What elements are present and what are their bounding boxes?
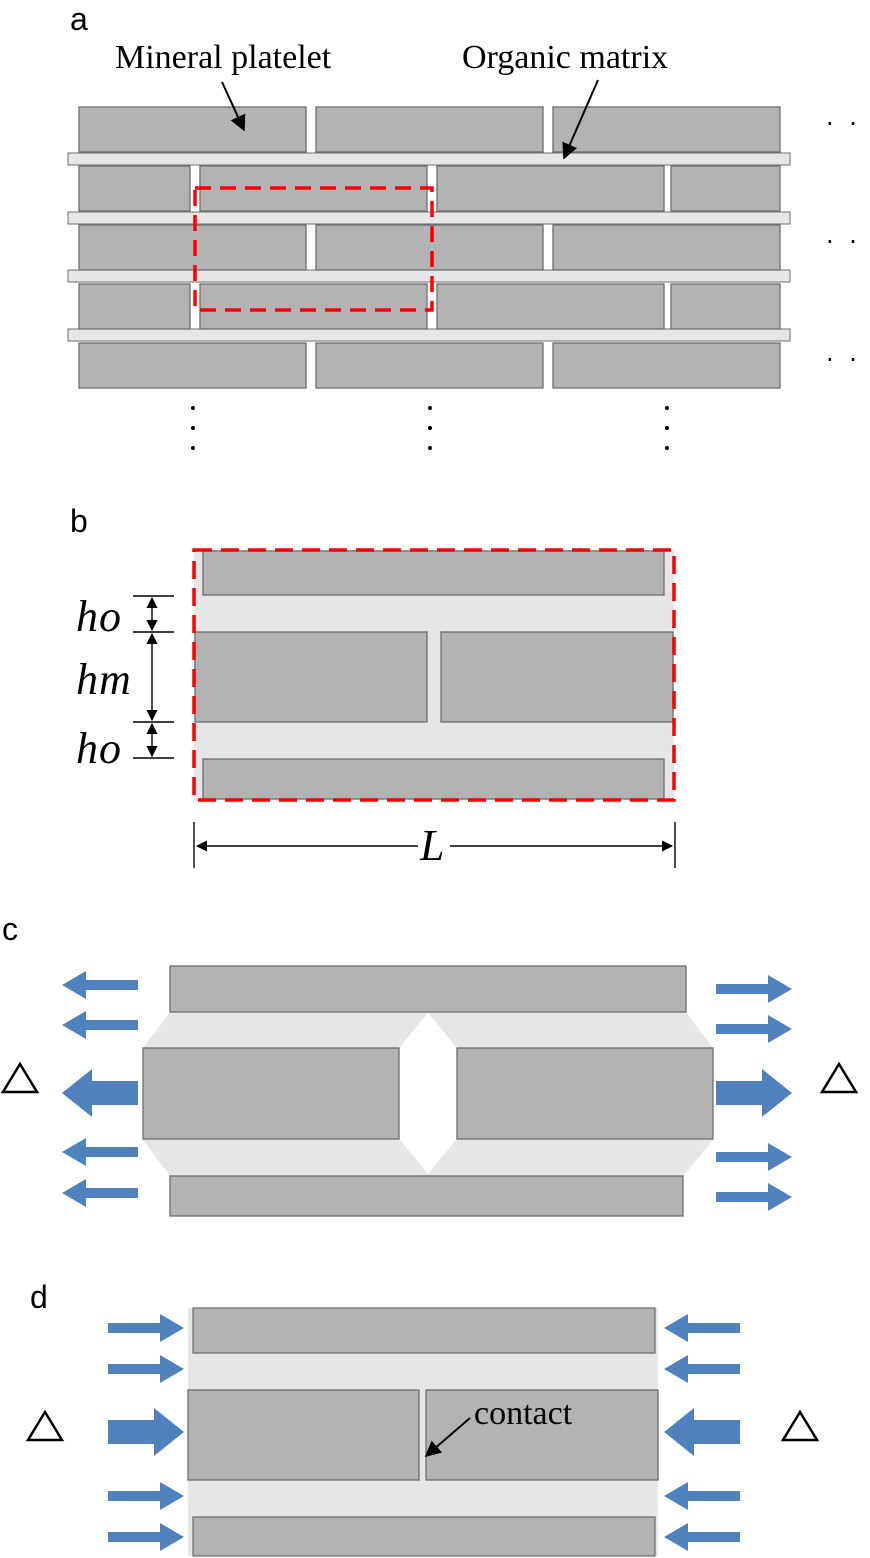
mineral-platelet	[199, 283, 428, 330]
arrow-icon	[664, 1314, 740, 1342]
panel-d-label: d	[30, 1279, 48, 1315]
panel-c-label: c	[2, 911, 18, 947]
arrow-icon	[62, 1179, 138, 1207]
mineral-platelet-middle-left	[142, 1047, 400, 1140]
mineral-platelet	[78, 283, 191, 330]
mineral-platelet-top	[192, 1307, 656, 1354]
mineral-platelet-middle-left	[194, 631, 428, 723]
unit-cell-dashed-box	[192, 548, 676, 802]
mineral-platelet	[436, 283, 665, 330]
organic-matrix-pointer	[562, 79, 599, 160]
mineral-platelet	[670, 283, 781, 330]
matrix-strip	[67, 211, 791, 225]
mineral-platelet-middle-right	[440, 631, 674, 723]
horizontal-ellipsis: · · ·	[826, 228, 870, 256]
thickness-dimensions	[133, 595, 174, 759]
arrow-icon	[108, 1408, 184, 1456]
mineral-platelet	[78, 342, 307, 389]
panel-a-label: a	[70, 1, 88, 37]
platelet-row-2	[78, 165, 781, 212]
arrow-icon	[716, 1015, 792, 1043]
mineral-platelet	[436, 165, 665, 212]
mineral-platelet	[78, 165, 191, 212]
h-o-label-top: ho	[76, 592, 121, 641]
arrow-icon	[62, 1069, 138, 1117]
organic-matrix-label: Organic matrix	[462, 39, 668, 76]
mineral-platelet	[552, 342, 781, 389]
platelet-row-5	[78, 342, 781, 389]
h-m-label: hm	[76, 655, 131, 704]
mineral-platelet-bottom	[192, 1516, 656, 1557]
mineral-platelet	[552, 224, 781, 271]
arrow-icon	[62, 1011, 138, 1039]
platelet-row-1	[78, 106, 781, 153]
arrow-icon	[664, 1355, 740, 1383]
unit-cell-dashed-box	[193, 186, 434, 312]
mineral-platelet-bottom	[169, 1175, 684, 1217]
triangle-icon	[25, 1409, 65, 1442]
mineral-platelet-top	[169, 965, 687, 1013]
mineral-platelet	[552, 106, 781, 153]
length-label: L	[419, 821, 444, 870]
triangle-icon	[819, 1061, 859, 1094]
platelet-row-3	[78, 224, 781, 271]
arrow-icon	[716, 1069, 792, 1117]
arrow-icon	[664, 1482, 740, 1510]
arrow-icon	[716, 1143, 792, 1171]
arrow-icon	[664, 1408, 740, 1456]
h-o-label-bottom: ho	[76, 724, 121, 773]
triangle-icon	[780, 1409, 820, 1442]
arrow-icon	[108, 1482, 184, 1510]
matrix-void	[399, 1013, 457, 1174]
mineral-platelet-middle-right	[425, 1389, 659, 1481]
vertical-ellipsis	[428, 406, 432, 450]
mineral-platelet-pointer	[221, 81, 246, 132]
panel-d: d contact	[25, 1279, 820, 1557]
panel-c: c	[0, 911, 859, 1217]
triangle-icon	[0, 1061, 40, 1094]
mineral-platelet	[78, 106, 307, 153]
arrow-icon	[716, 1183, 792, 1211]
arrow-icon	[62, 1138, 138, 1166]
arrow-icon	[108, 1355, 184, 1383]
length-dimension	[193, 822, 676, 868]
vertical-ellipsis	[665, 406, 669, 450]
contact-pointer	[424, 1417, 471, 1458]
horizontal-ellipsis: · · ·	[826, 346, 870, 374]
horizontal-ellipsis: · · ·	[826, 110, 870, 138]
panel-a: a	[67, 1, 870, 450]
mineral-platelet-top	[202, 550, 665, 596]
arrow-icon	[664, 1523, 740, 1551]
arrow-icon	[108, 1314, 184, 1342]
mineral-platelet	[199, 165, 428, 212]
mineral-platelet	[315, 342, 544, 389]
mineral-platelet	[78, 224, 307, 271]
vertical-ellipsis	[191, 406, 195, 450]
mineral-platelet	[670, 165, 781, 212]
mineral-platelet-label: Mineral platelet	[115, 39, 332, 76]
panel-b: b ho hm ho L	[70, 503, 676, 870]
platelet-row-4	[78, 283, 781, 330]
contact-label: contact	[474, 1395, 573, 1432]
matrix-strip	[67, 152, 791, 166]
mineral-platelet	[315, 224, 544, 271]
mineral-platelet-middle-left	[187, 1389, 420, 1481]
arrow-icon	[108, 1523, 184, 1551]
mineral-platelet-middle-right	[456, 1047, 714, 1140]
panel-b-label: b	[70, 503, 88, 539]
mineral-platelet-bottom	[202, 758, 665, 800]
matrix-strip	[67, 328, 791, 342]
matrix-strip	[67, 269, 791, 283]
arrow-icon	[716, 975, 792, 1003]
organic-matrix-strips	[67, 152, 791, 342]
arrow-icon	[62, 971, 138, 999]
mineral-platelet	[315, 106, 544, 153]
